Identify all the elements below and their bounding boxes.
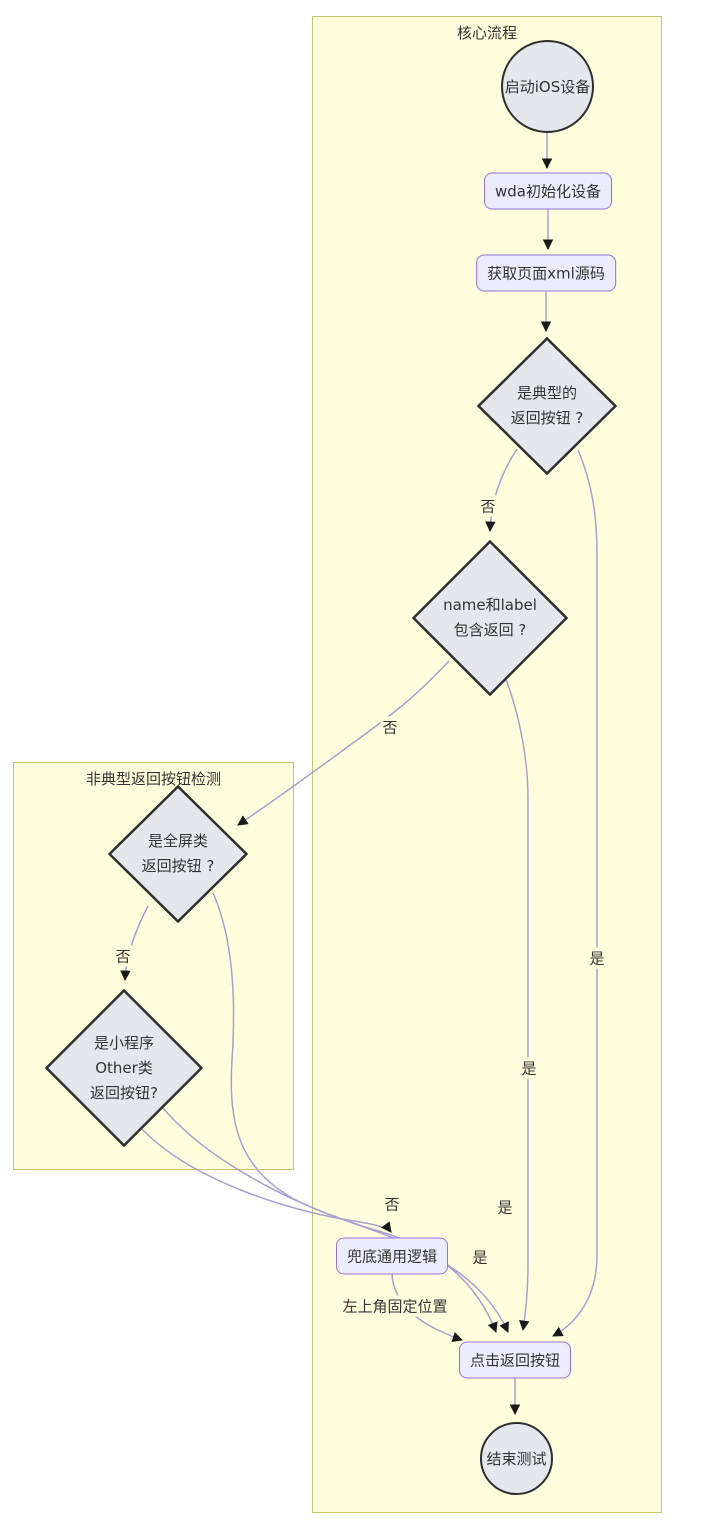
edge-label-miniprogram-no: 否 (382, 1193, 402, 1215)
edge-label-fullscreen-no: 否 (113, 945, 133, 967)
node-end-label: 结束测试 (486, 1450, 547, 1468)
node-miniprogram: 是小程序 Other类 返回按钮? (45, 989, 203, 1147)
edge-label-istypical-yes: 是 (587, 947, 607, 969)
diamond-shape (477, 337, 617, 475)
cluster-core-title: 核心流程 (456, 24, 517, 42)
edge-label-namelabel-yes: 是 (519, 1057, 539, 1079)
edge-label-fallback-position: 左上角固定位置 (340, 1295, 450, 1317)
edge-label-miniprogram-yes: 是 (470, 1246, 490, 1268)
edge-fullscreen-no (120, 905, 149, 982)
edge-label-fullscreen-yes: 是 (495, 1196, 515, 1218)
node-is-typical-label: 是典型的 返回按钮 ? (510, 384, 584, 427)
cluster-atypical-title: 非典型返回按钮检测 (85, 770, 221, 788)
node-fullscreen-label: 是全屏类 返回按钮 ? (141, 832, 215, 875)
edge-label-namelabel-no: 否 (380, 716, 400, 738)
edge-namelabel-yes (505, 678, 530, 1332)
diamond-shape (45, 989, 203, 1147)
node-click-back-label: 点击返回按钮 (469, 1351, 561, 1370)
node-get-xml: 获取页面xml源码 (476, 254, 616, 292)
edge-namelabel-no (237, 660, 450, 826)
node-wda-init: wda初始化设备 (484, 172, 612, 210)
edge-miniprogram-no (140, 1127, 392, 1233)
node-start: 启动iOS设备 (501, 40, 594, 133)
node-name-label: name和label 包含返回 ? (412, 540, 568, 696)
edge-istypical-yes (552, 449, 598, 1337)
edge-fallback-click (391, 1273, 463, 1342)
node-start-label: 启动iOS设备 (504, 78, 591, 96)
node-click-back: 点击返回按钮 (458, 1341, 572, 1379)
node-end: 结束测试 (480, 1422, 553, 1495)
node-name-label-label: name和label 包含返回 ? (443, 596, 537, 639)
diamond-shape (412, 540, 568, 696)
diamond-shape (108, 785, 248, 923)
node-get-xml-label: 获取页面xml源码 (487, 264, 605, 283)
edge-label-istypical-no: 否 (478, 495, 498, 517)
edge-istypical-no (485, 448, 518, 533)
node-fullscreen: 是全屏类 返回按钮 ? (108, 785, 248, 923)
node-fallback-label: 兜底通用逻辑 (346, 1247, 438, 1266)
node-is-typical: 是典型的 返回按钮 ? (477, 337, 617, 475)
node-fallback: 兜底通用逻辑 (335, 1237, 449, 1275)
node-wda-init-label: wda初始化设备 (495, 182, 601, 201)
edge-miniprogram-yes (162, 1107, 498, 1333)
node-miniprogram-label: 是小程序 Other类 返回按钮? (90, 1033, 158, 1102)
